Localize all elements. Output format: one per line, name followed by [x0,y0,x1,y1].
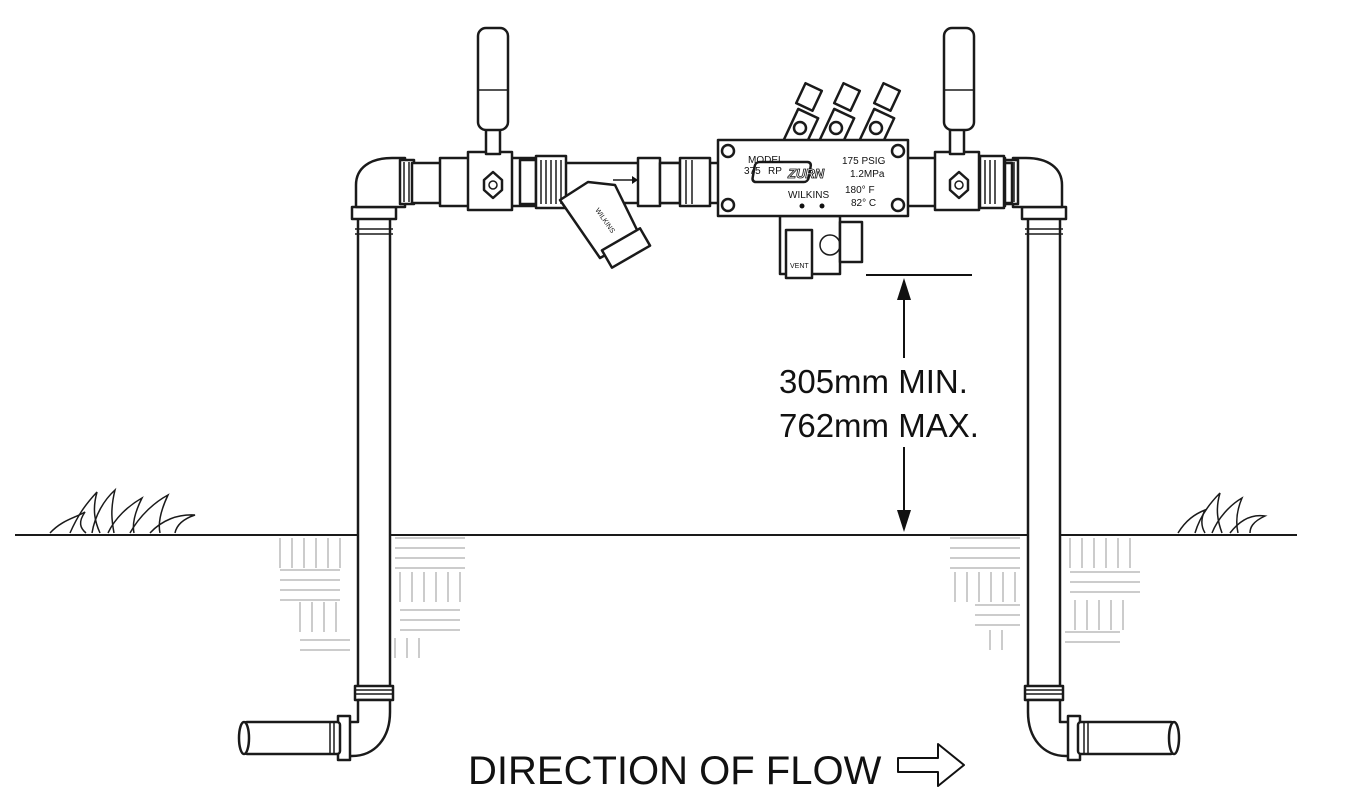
soil-hatch-right [950,537,1140,650]
dimension-max-label: 762mm MAX. [779,407,979,444]
brand-logo: ZURN [787,166,825,181]
left-shutoff-valve [438,26,568,212]
vent-label: VENT [790,263,809,270]
pressure-mpa: 1.2MPa [850,169,885,180]
direction-of-flow: DIRECTION OF FLOW [468,743,965,793]
left-top-elbow [354,156,416,209]
temp-f: 180° F [845,185,875,196]
pressure-psig: 175 PSIG [842,156,886,167]
left-valve-nut-icon [482,170,504,200]
maker-label: WILKINS [788,190,829,201]
left-bottom-elbow [237,698,392,762]
model-type: RP [768,166,782,177]
dimension-arrow-up-icon [897,278,911,300]
left-riser [350,205,398,702]
right-shutoff-valve [903,26,1007,212]
y-strainer: WILKINS [558,180,652,269]
model-label: MODEL [748,155,784,166]
soil-hatch-left [279,537,465,658]
flow-arrow-marker [613,176,638,184]
dimension-min-label: 305mm MIN. [779,363,968,400]
backflow-preventer: VENT ZURN MODEL 375 RP WILKINS 175 PSIG [716,81,910,280]
flow-label: DIRECTION OF FLOW [468,749,882,793]
union-fitting [636,156,712,208]
right-riser [1020,205,1068,702]
clearance-dimension: 305mm MIN. 762mm MAX. [779,274,979,532]
right-bottom-elbow [1026,698,1181,762]
temp-c: 82° C [851,198,876,209]
right-valve-nut-icon [948,170,970,200]
dimension-arrow-down-icon [897,510,911,532]
grass-tuft-left [49,487,196,534]
model-number: 375 [744,166,761,177]
grass-tuft-right [1177,492,1268,534]
flow-arrow-icon [897,743,965,787]
